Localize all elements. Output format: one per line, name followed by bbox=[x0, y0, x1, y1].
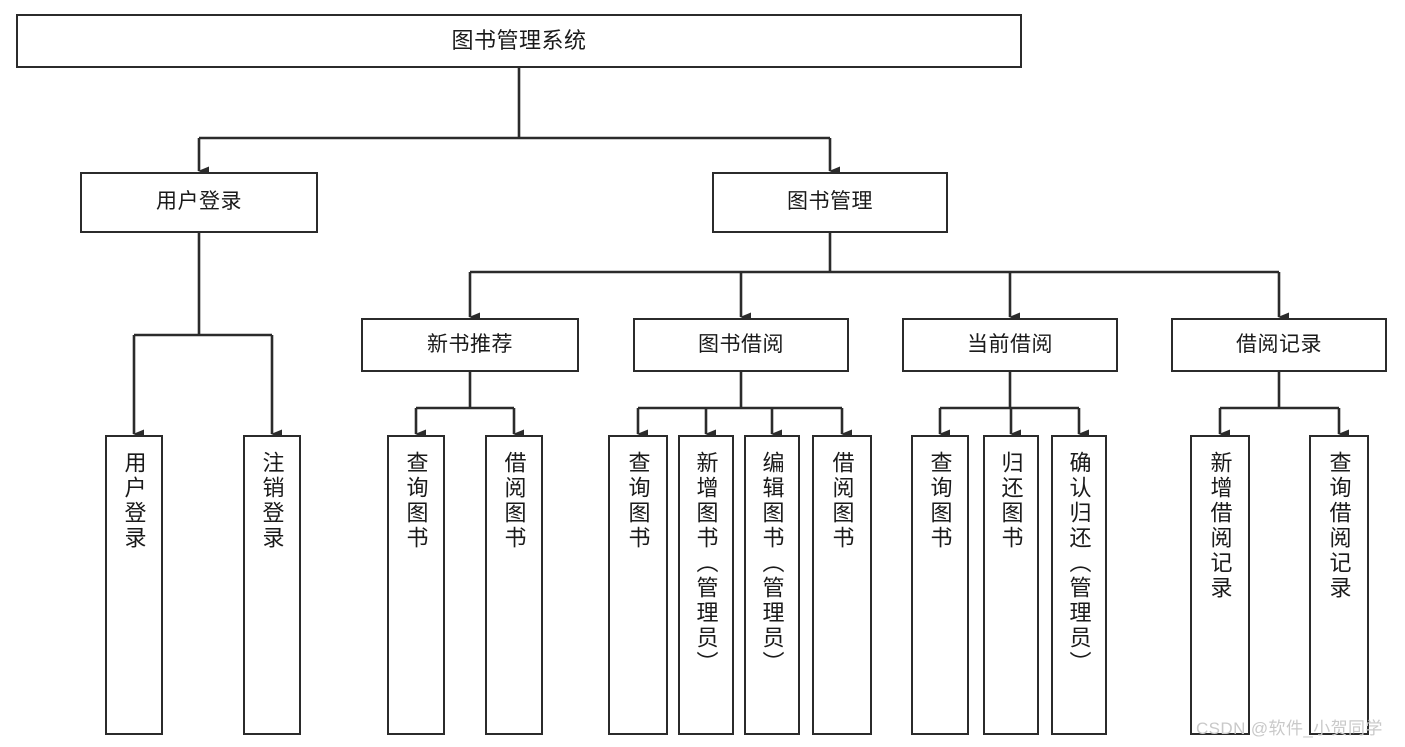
node-leaf-login-2[interactable]: 注销登录 bbox=[243, 435, 301, 735]
node-label: 新增图书（管理员） bbox=[693, 451, 719, 676]
node-label: 注销登录 bbox=[259, 451, 285, 551]
node-label: 查询图书 bbox=[927, 451, 953, 551]
node-leaf-new-1[interactable]: 查询图书 bbox=[387, 435, 445, 735]
node-label: 图书借阅 bbox=[698, 332, 784, 356]
node-bookmgmt[interactable]: 图书管理 bbox=[712, 172, 948, 233]
node-current[interactable]: 当前借阅 bbox=[902, 318, 1118, 372]
node-records[interactable]: 借阅记录 bbox=[1171, 318, 1387, 372]
node-label: 借阅图书 bbox=[829, 451, 855, 551]
node-borrow[interactable]: 图书借阅 bbox=[633, 318, 849, 372]
node-leaf-borrow-2[interactable]: 新增图书（管理员） bbox=[678, 435, 734, 735]
node-leaf-rec-1[interactable]: 新增借阅记录 bbox=[1190, 435, 1250, 735]
node-label: 借阅记录 bbox=[1236, 332, 1322, 356]
node-label: 编辑图书（管理员） bbox=[759, 451, 785, 676]
node-label: 新书推荐 bbox=[427, 332, 513, 356]
connector-lines bbox=[132, 68, 1349, 439]
node-newbook[interactable]: 新书推荐 bbox=[361, 318, 579, 372]
node-leaf-cur-2[interactable]: 归还图书 bbox=[983, 435, 1039, 735]
node-leaf-borrow-1[interactable]: 查询图书 bbox=[608, 435, 668, 735]
node-label: 当前借阅 bbox=[967, 332, 1053, 356]
node-leaf-borrow-4[interactable]: 借阅图书 bbox=[812, 435, 872, 735]
node-label: 新增借阅记录 bbox=[1207, 451, 1233, 601]
node-leaf-borrow-3[interactable]: 编辑图书（管理员） bbox=[744, 435, 800, 735]
node-label: 用户登录 bbox=[156, 190, 242, 214]
node-label: 图书管理系统 bbox=[451, 28, 587, 54]
node-root[interactable]: 图书管理系统 bbox=[16, 14, 1022, 68]
node-label: 查询借阅记录 bbox=[1326, 451, 1352, 601]
node-label: 查询图书 bbox=[403, 451, 429, 551]
node-label: 确认归还（管理员） bbox=[1066, 451, 1092, 676]
node-label: 归还图书 bbox=[998, 451, 1024, 551]
node-label: 用户登录 bbox=[121, 451, 147, 551]
node-leaf-cur-3[interactable]: 确认归还（管理员） bbox=[1051, 435, 1107, 735]
node-label: 查询图书 bbox=[625, 451, 651, 551]
node-leaf-rec-2[interactable]: 查询借阅记录 bbox=[1309, 435, 1369, 735]
node-label: 图书管理 bbox=[787, 190, 873, 214]
watermark: CSDN @软件_小贺同学 bbox=[1196, 719, 1383, 738]
node-leaf-login-1[interactable]: 用户登录 bbox=[105, 435, 163, 735]
node-leaf-new-2[interactable]: 借阅图书 bbox=[485, 435, 543, 735]
node-label: 借阅图书 bbox=[501, 451, 527, 551]
node-leaf-cur-1[interactable]: 查询图书 bbox=[911, 435, 969, 735]
node-login[interactable]: 用户登录 bbox=[80, 172, 318, 233]
